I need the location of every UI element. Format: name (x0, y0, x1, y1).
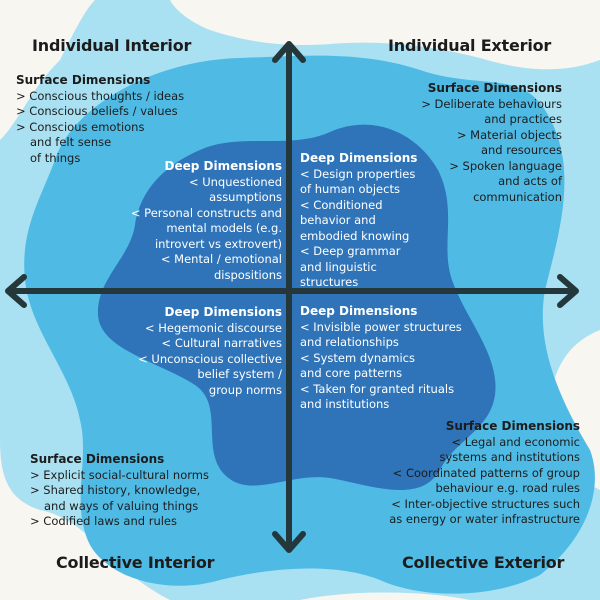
deep-line: embodied knowing (300, 228, 410, 243)
deep-line: introvert vs extrovert) (154, 236, 282, 251)
surface-line: > Codified laws and rules (30, 514, 177, 528)
title-collective-exterior: Collective Exterior (402, 553, 565, 572)
axes (5, 41, 579, 553)
surface-line: behaviour e.g. road rules (435, 481, 580, 495)
deep-individual-interior: Deep Dimensions < Unquestioned assumptio… (131, 159, 282, 283)
title-individual-interior: Individual Interior (32, 36, 192, 55)
surface-line: and felt sense (30, 135, 112, 149)
surface-line: systems and institutions (439, 450, 580, 464)
surface-heading: Surface Dimensions (445, 419, 580, 433)
deep-line: belief system / (197, 367, 282, 381)
surface-heading: Surface Dimensions (30, 452, 165, 466)
surface-line: < Legal and economic (451, 434, 580, 449)
deep-line: < Unconscious collective (138, 351, 282, 366)
arrow-right-icon (557, 274, 579, 308)
title-collective-interior: Collective Interior (56, 553, 215, 572)
deep-heading: Deep Dimensions (300, 151, 418, 165)
deep-line: and linguistic (300, 259, 377, 274)
deep-line: < System dynamics (300, 350, 415, 365)
surface-individual-exterior: Surface Dimensions > Deliberate behaviou… (421, 81, 562, 205)
surface-line: and acts of (498, 174, 562, 188)
surface-line: as energy or water infrastructure (389, 512, 580, 526)
deep-line: mental models (e.g. (166, 221, 282, 235)
surface-line: < Coordinated patterns of group (392, 465, 580, 480)
surface-line: > Explicit social-cultural norms (30, 467, 209, 482)
surface-line: communication (473, 189, 562, 204)
surface-line: and resources (480, 143, 562, 157)
deep-line: < Mental / emotional (160, 252, 282, 266)
deep-line: < Conditioned (300, 197, 383, 212)
arrow-up-icon (272, 41, 306, 63)
deep-individual-exterior: Deep Dimensions < Design properties of h… (300, 151, 417, 291)
surface-line: > Material objects (456, 127, 562, 142)
surface-line: of things (30, 150, 81, 165)
deep-line: < Personal constructs and (130, 205, 282, 220)
surface-individual-interior: Surface Dimensions > Conscious thoughts … (16, 73, 184, 166)
deep-line: < Invisible power structures (300, 319, 462, 334)
surface-line: > Conscious thoughts / ideas (16, 88, 185, 103)
surface-line: and ways of valuing things (44, 498, 199, 513)
deep-line: and relationships (300, 335, 399, 349)
deep-line: assumptions (209, 190, 282, 204)
deep-line: dispositions (213, 267, 282, 282)
arrow-down-icon (272, 531, 306, 553)
deep-line: and institutions (300, 397, 390, 411)
bg-cutout-top (170, 0, 600, 70)
deep-line: behavior and (300, 213, 376, 227)
surface-line: > Conscious beliefs / values (16, 104, 178, 118)
deep-line: and core patterns (300, 366, 403, 380)
surface-line: and practices (484, 112, 562, 126)
surface-line: < Inter-objective structures such (391, 496, 580, 511)
deep-heading: Deep Dimensions (164, 305, 282, 319)
deep-line: < Taken for granted rituals (300, 381, 455, 396)
deep-line: < Design properties (300, 166, 416, 181)
surface-collective-interior: Surface Dimensions > Explicit social-cul… (30, 452, 209, 530)
deep-line: of human objects (300, 182, 400, 196)
deep-collective-exterior: Deep Dimensions < Invisible power struct… (300, 304, 462, 413)
deep-heading: Deep Dimensions (164, 159, 282, 173)
deep-collective-interior: Deep Dimensions < Hegemonic discourse < … (138, 305, 282, 398)
surface-line: > Spoken language (449, 158, 562, 173)
surface-line: > Shared history, knowledge, (30, 483, 201, 497)
deep-line: structures (300, 275, 359, 289)
title-individual-exterior: Individual Exterior (388, 36, 552, 55)
deep-heading: Deep Dimensions (300, 304, 418, 318)
deep-line: < Cultural narratives (161, 336, 282, 350)
deep-line: < Hegemonic discourse (144, 320, 282, 335)
deep-line: < Unquestioned (188, 174, 282, 189)
surface-collective-exterior: Surface Dimensions < Legal and economic … (389, 419, 580, 528)
surface-heading: Surface Dimensions (427, 81, 562, 95)
deep-blob (97, 124, 496, 491)
arrow-left-icon (5, 274, 27, 308)
deep-line: < Deep grammar (300, 244, 401, 258)
surface-line: > Conscious emotions (16, 119, 145, 134)
surface-line: > Deliberate behaviours (421, 96, 562, 111)
deep-line: group norms (208, 382, 282, 397)
surface-heading: Surface Dimensions (16, 73, 151, 87)
